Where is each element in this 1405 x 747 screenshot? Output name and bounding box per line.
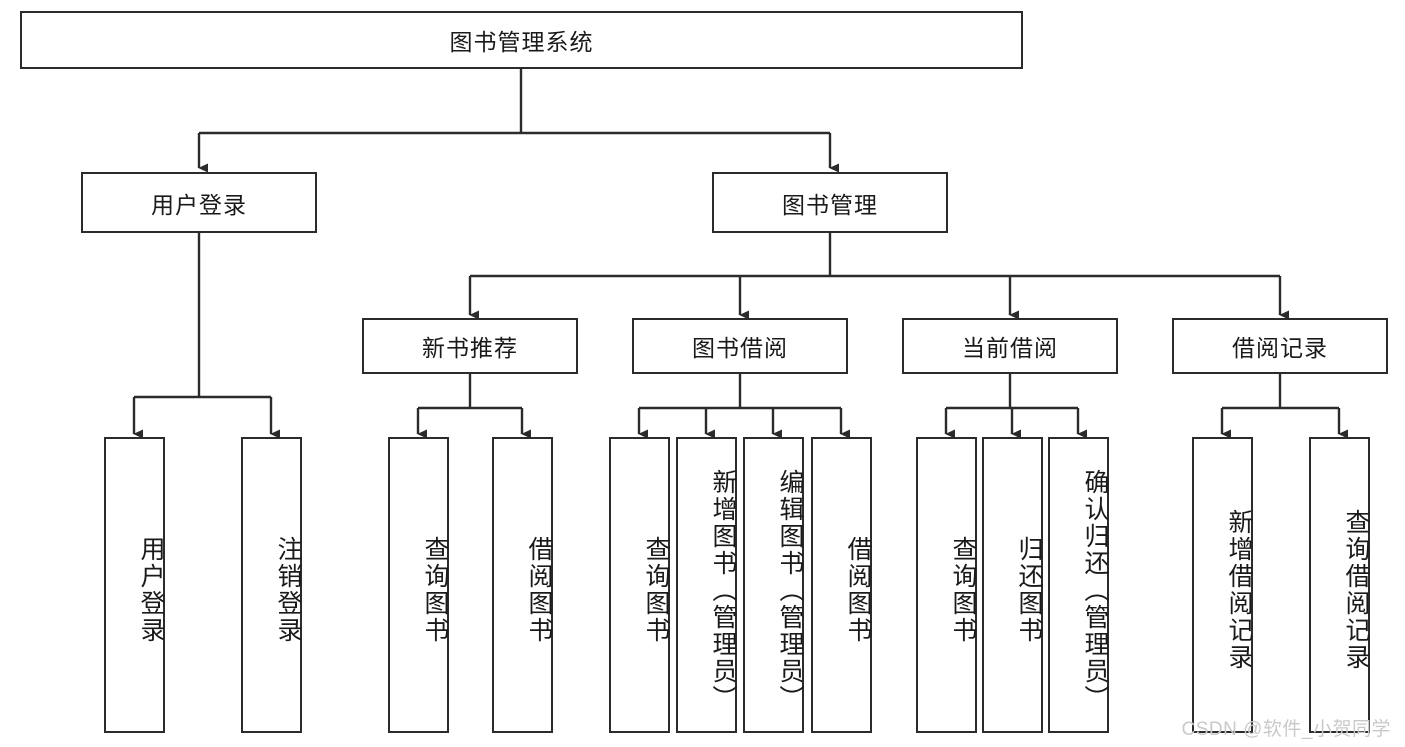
node-label: 图书管理系统: [449, 29, 594, 55]
node-label: 借阅图书: [525, 536, 553, 644]
node-label: 查询借阅记录: [1342, 509, 1370, 671]
node-leaf-confirm-return[interactable]: 确认归还（管理员）: [1048, 437, 1109, 733]
node-leaf-user-logout[interactable]: 注销登录: [241, 437, 302, 733]
node-leaf-user-login[interactable]: 用户登录: [104, 437, 165, 733]
node-label: 注销登录: [274, 536, 302, 644]
node-new-book-recommend[interactable]: 新书推荐: [362, 318, 578, 374]
node-leaf-query-book-recommend[interactable]: 查询图书: [388, 437, 449, 733]
node-label: 图书管理: [782, 191, 878, 218]
node-label: 确认归还（管理员）: [1081, 468, 1109, 712]
node-label: 归还图书: [1015, 536, 1043, 644]
node-book-borrow[interactable]: 图书借阅: [632, 318, 848, 374]
node-label: 查询图书: [421, 536, 449, 644]
node-label: 新书推荐: [422, 335, 518, 361]
node-label: 用户登录: [151, 191, 247, 218]
node-label: 当前借阅: [962, 335, 1058, 361]
node-label: 借阅记录: [1232, 335, 1328, 361]
node-label: 新增借阅记录: [1225, 509, 1253, 671]
node-leaf-add-book[interactable]: 新增图书（管理员）: [676, 437, 737, 733]
node-book-management-system[interactable]: 图书管理系统: [20, 11, 1023, 69]
node-borrow-record[interactable]: 借阅记录: [1172, 318, 1388, 374]
node-leaf-query-book-current[interactable]: 查询图书: [916, 437, 977, 733]
node-label: 借阅图书: [844, 536, 872, 644]
node-label: 用户登录: [137, 536, 165, 644]
node-leaf-query-book-borrow[interactable]: 查询图书: [609, 437, 670, 733]
node-leaf-add-borrow-record[interactable]: 新增借阅记录: [1192, 437, 1253, 733]
node-label: 查询图书: [642, 536, 670, 644]
node-leaf-borrow-book[interactable]: 借阅图书: [811, 437, 872, 733]
node-label: 新增图书（管理员）: [709, 468, 737, 712]
node-user-login[interactable]: 用户登录: [81, 172, 317, 233]
node-label: 图书借阅: [692, 335, 788, 361]
node-label: 查询图书: [949, 536, 977, 644]
node-current-borrow[interactable]: 当前借阅: [902, 318, 1118, 374]
node-leaf-query-borrow-record[interactable]: 查询借阅记录: [1309, 437, 1370, 733]
node-leaf-borrow-book-recommend[interactable]: 借阅图书: [492, 437, 553, 733]
node-leaf-edit-book[interactable]: 编辑图书（管理员）: [743, 437, 804, 733]
node-book-management[interactable]: 图书管理: [712, 172, 948, 233]
node-leaf-return-book[interactable]: 归还图书: [982, 437, 1043, 733]
watermark-text: CSDN @软件_小贺同学: [1181, 719, 1391, 740]
node-label: 编辑图书（管理员）: [776, 468, 804, 712]
